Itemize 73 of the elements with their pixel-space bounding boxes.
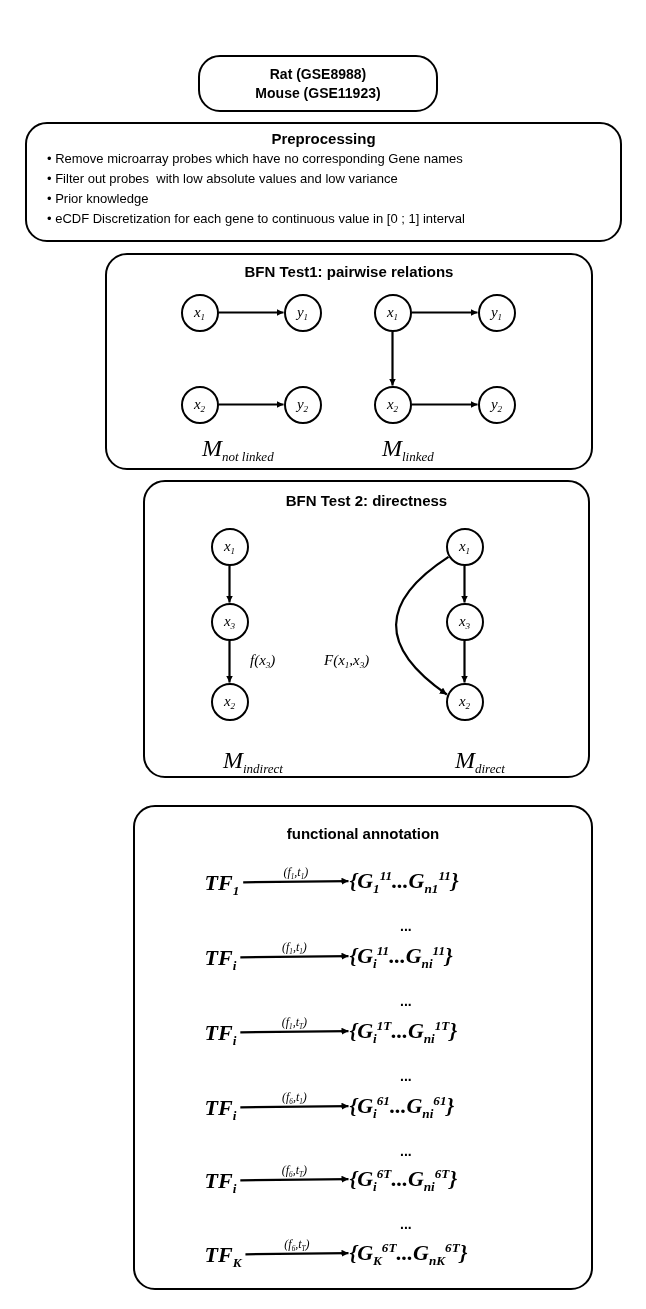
variable-node: x$_{2}$ xyxy=(210,682,249,721)
edge-label: f(x$_{3}$) xyxy=(248,652,278,669)
panel-title: functional annotation xyxy=(285,825,441,842)
variable-node: x$_{3}$ xyxy=(445,602,484,641)
edge-label: (f$_{1}$,t$_{1}$) xyxy=(279,939,309,955)
gene-set-label: {G$_{i}$$^{6T}$...G$_{ni}$$^{6T}$} xyxy=(349,1165,458,1192)
arrow xyxy=(411,309,478,316)
arrow xyxy=(411,401,478,408)
model-label: M$_{linked}$ xyxy=(382,435,434,462)
ellipsis: ... xyxy=(400,993,412,1009)
ellipsis: ... xyxy=(400,1216,412,1232)
arrow xyxy=(243,877,349,885)
ellipsis: ... xyxy=(400,918,412,934)
edge-label: (f$_{1}$,t$_{1}$) xyxy=(281,864,311,880)
panel-title: Preprocessing xyxy=(270,130,377,147)
test-panel xyxy=(105,253,593,470)
ellipsis: ... xyxy=(400,1143,412,1159)
arrow xyxy=(226,640,233,683)
transcription-factor-label: TF$_{1}$ xyxy=(204,869,240,896)
arrow xyxy=(226,565,233,603)
arrow xyxy=(240,1175,349,1183)
gene-set-label: {G$_{1}$$^{11}$...G$_{n1}$$^{11}$} xyxy=(349,867,459,894)
arrow xyxy=(240,1027,349,1035)
variable-node: x$_{3}$ xyxy=(210,602,249,641)
panel-title: BFN Test 2: directness xyxy=(284,492,449,509)
dataset-label: Rat (GSE8988) Mouse (GSE11923) xyxy=(254,65,382,103)
edge-label: (f$_{1}$,t$_{T}$) xyxy=(279,1014,310,1030)
variable-node: x$_{1}$ xyxy=(210,527,249,566)
transcription-factor-label: TF$_{i}$ xyxy=(204,944,237,971)
test-panel xyxy=(143,480,590,778)
variable-node: y$_{2}$ xyxy=(283,385,322,424)
model-label: M$_{not linked}$ xyxy=(202,435,274,462)
variable-node: x$_{2}$ xyxy=(373,385,412,424)
variable-node: x$_{1}$ xyxy=(180,293,219,332)
bullet-item: • Filter out probes with low absolute values and low variance xyxy=(47,170,399,188)
model-label: M$_{direct}$ xyxy=(455,747,505,774)
variable-node: y$_{1}$ xyxy=(283,293,322,332)
arrow xyxy=(218,309,284,316)
edge-label: (f$_{6}$,t$_{T}$) xyxy=(282,1236,312,1252)
gene-set-label: {G$_{i}$$^{61}$...G$_{ni}$$^{61}$} xyxy=(349,1092,455,1119)
arrow xyxy=(240,952,349,960)
process-box xyxy=(25,122,622,242)
bullet-item: • Remove microarray probes which have no corresponding Gene names xyxy=(47,150,464,168)
gene-set-label: {G$_{K}$$^{6T}$...G$_{nK}$$^{6T}$} xyxy=(349,1239,468,1266)
transcription-factor-label: TF$_{i}$ xyxy=(204,1094,237,1121)
arrow xyxy=(389,331,396,386)
variable-node: x$_{2}$ xyxy=(445,682,484,721)
variable-node: x$_{2}$ xyxy=(180,385,219,424)
annotation-panel xyxy=(133,805,593,1290)
gene-set-label: {G$_{i}$$^{1T}$...G$_{ni}$$^{1T}$} xyxy=(349,1017,458,1044)
bullet-item: • Prior knowledge xyxy=(47,190,150,208)
edge-label: F(x$_{1}$,x$_{3}$) xyxy=(322,652,372,669)
panel-title: BFN Test1: pairwise relations xyxy=(243,263,455,280)
arrow xyxy=(218,401,284,408)
transcription-factor-label: TF$_{i}$ xyxy=(204,1019,237,1046)
variable-node: x$_{1}$ xyxy=(373,293,412,332)
transcription-factor-label: TF$_{K}$ xyxy=(204,1241,242,1268)
transcription-factor-label: TF$_{i}$ xyxy=(204,1167,237,1194)
bullet-item: • eCDF Discretization for each gene to continuous value in [0 ; 1] interval xyxy=(47,210,466,228)
arrow xyxy=(461,565,468,603)
arrow xyxy=(461,640,468,683)
arrow xyxy=(245,1249,349,1257)
model-label: M$_{indirect}$ xyxy=(223,747,283,774)
source-box xyxy=(198,55,438,112)
edge-label: (f$_{6}$,t$_{T}$) xyxy=(279,1162,310,1178)
variable-node: y$_{1}$ xyxy=(477,293,516,332)
variable-node: y$_{2}$ xyxy=(477,385,516,424)
edge-label: (f$_{6}$,t$_{1}$) xyxy=(279,1089,309,1105)
arrow xyxy=(240,1102,349,1110)
gene-set-label: {G$_{i}$$^{11}$...G$_{ni}$$^{11}$} xyxy=(349,942,453,969)
ellipsis: ... xyxy=(400,1068,412,1084)
variable-node: x$_{1}$ xyxy=(445,527,484,566)
arrow xyxy=(395,555,450,696)
